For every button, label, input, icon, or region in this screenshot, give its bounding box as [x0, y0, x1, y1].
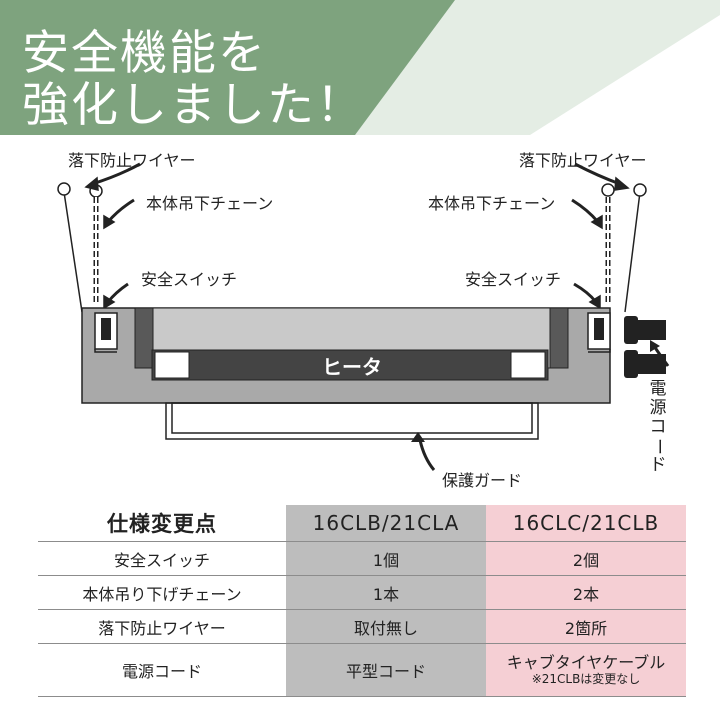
banner-shape: [0, 0, 455, 135]
switch-label-left: 安全スイッチ: [141, 270, 238, 289]
table-header-new-model: 16CLC/21CLB: [486, 505, 686, 542]
row-label: 落下防止ワイヤー: [38, 609, 286, 644]
chain-label-right: 本体吊下チェーン: [428, 194, 556, 213]
table-row: 電源コード 平型コード キャブタイヤケーブル ※21CLBは変更なし: [38, 643, 686, 697]
wire-label-left: 落下防止ワイヤー: [68, 151, 196, 170]
arrow-chain-left: [106, 198, 135, 223]
guard-label: 保護ガード: [442, 471, 523, 490]
row-new-value: 2個: [486, 541, 686, 576]
cable-note: ※21CLBは変更なし: [531, 672, 641, 686]
arrow-switch-right: [573, 282, 598, 303]
title-banner: [0, 0, 720, 135]
row-label: 安全スイッチ: [38, 541, 286, 576]
arrow-chain-right: [571, 198, 600, 223]
arrow-guard: [418, 439, 436, 471]
row-new-value: キャブタイヤケーブル ※21CLBは変更なし: [486, 643, 686, 697]
heater-tube: [151, 349, 549, 381]
wire-right-hook: [633, 183, 647, 197]
heater-label: ヒータ: [322, 355, 382, 379]
wire-left-hook: [57, 182, 71, 196]
spec-change-table: 仕様変更点 16CLB/21CLA 16CLC/21CLB 安全スイッチ 1個 …: [38, 505, 686, 697]
heater-cap-left: [154, 351, 190, 379]
row-new-value: 2箇所: [486, 609, 686, 644]
switch-label-right: 安全スイッチ: [465, 270, 562, 289]
heater-cap-right: [510, 351, 546, 379]
arrow-switch-left: [106, 282, 129, 303]
table-row: 本体吊り下げチェーン 1本 2本: [38, 575, 686, 610]
chain-right-hook: [601, 183, 615, 197]
heater-bracket-right: [549, 307, 569, 369]
table-header-label: 仕様変更点: [38, 505, 286, 542]
protective-guard: [165, 402, 539, 440]
table-header-old-model: 16CLB/21CLA: [286, 505, 486, 542]
power-cord-label: 電 源 コ ー ド: [648, 379, 669, 475]
heater-bracket-left: [134, 307, 154, 369]
table-header-row: 仕様変更点 16CLB/21CLA 16CLC/21CLB: [38, 505, 686, 542]
safety-switch-left: [94, 312, 118, 353]
row-new-value: 2本: [486, 575, 686, 610]
power-cord-plugs: [624, 316, 666, 378]
page-title-line-1: 安全機能を: [22, 26, 267, 81]
wire-label-right: 落下防止ワイヤー: [519, 151, 647, 170]
safety-switch-right: [587, 312, 611, 353]
wire-left-line: [63, 191, 83, 313]
row-label: 電源コード: [38, 643, 286, 697]
wire-right-line: [624, 191, 641, 313]
page-title-line-2: 強化しました！: [22, 78, 365, 133]
row-old-value: 1本: [286, 575, 486, 610]
table-row: 落下防止ワイヤー 取付無し 2箇所: [38, 609, 686, 644]
cable-type: キャブタイヤケーブル: [506, 653, 666, 672]
row-label: 本体吊り下げチェーン: [38, 575, 286, 610]
table-row: 安全スイッチ 1個 2個: [38, 541, 686, 576]
heater-diagram: [57, 162, 670, 471]
row-old-value: 1個: [286, 541, 486, 576]
row-old-value: 平型コード: [286, 643, 486, 697]
chain-label-left: 本体吊下チェーン: [146, 194, 274, 213]
row-old-value: 取付無し: [286, 609, 486, 644]
